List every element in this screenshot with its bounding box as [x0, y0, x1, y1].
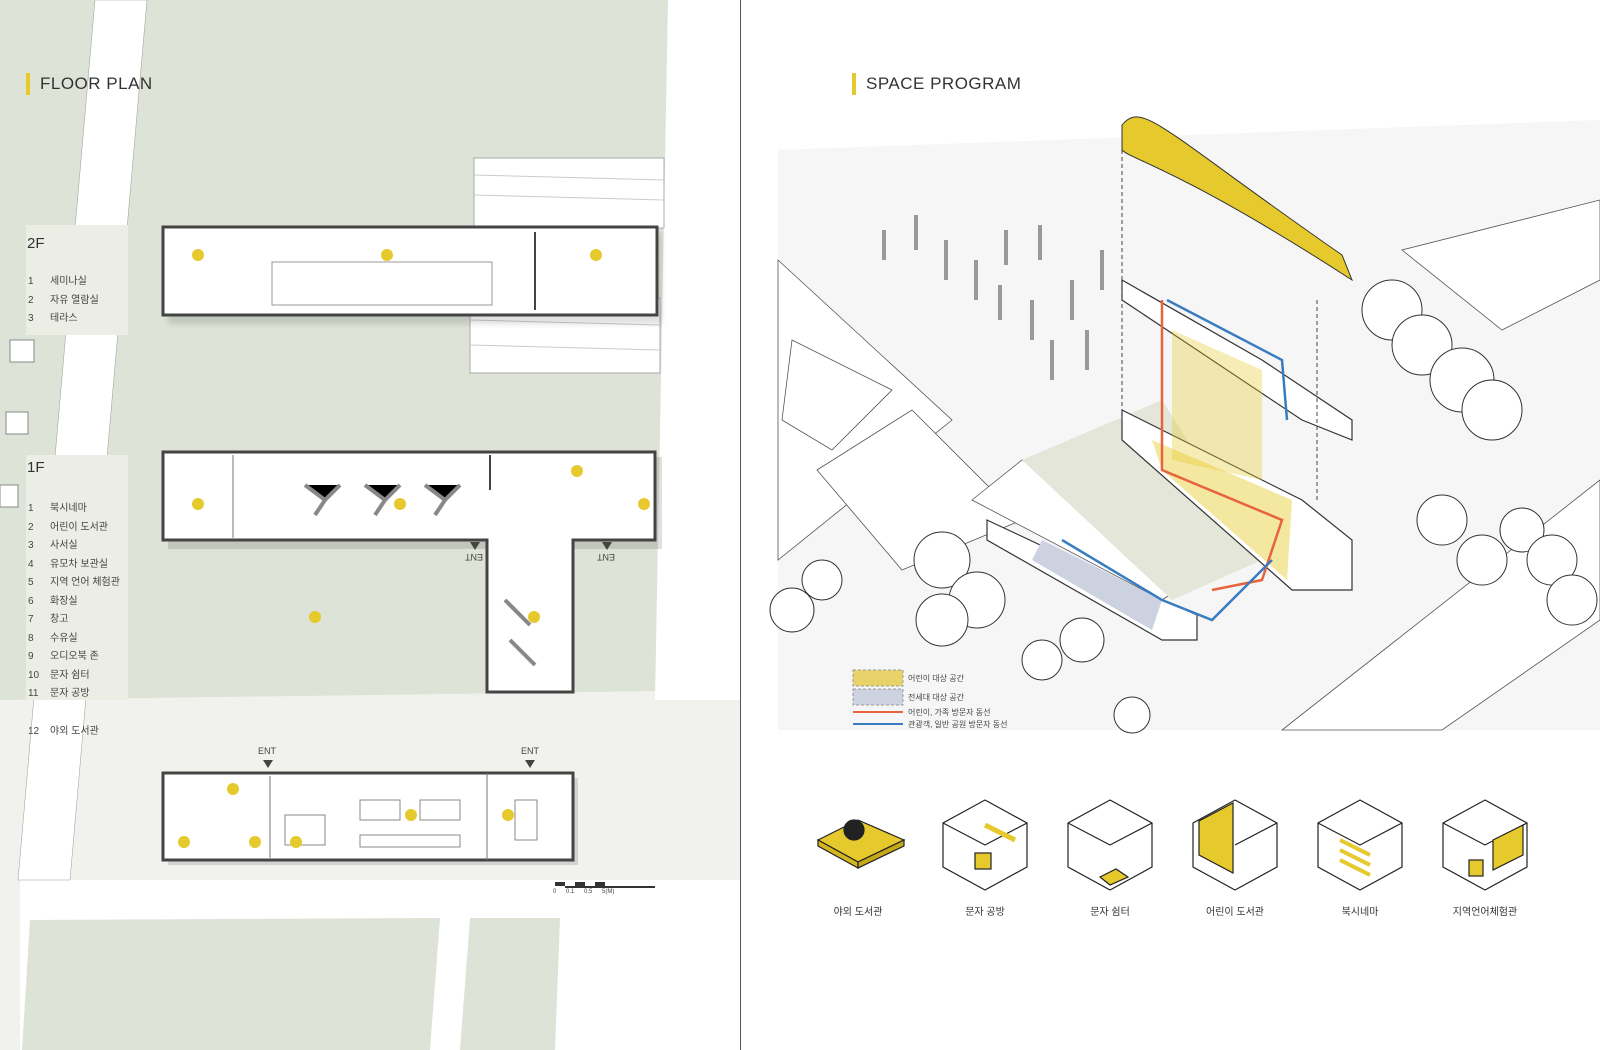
legend-family-route: 어린이, 가족 방문자 동선	[908, 708, 991, 717]
floor-plan-title: FLOOR PLAN	[26, 73, 153, 95]
entrance-label: ENT	[258, 746, 276, 756]
icon-label: 야외 도서관	[833, 907, 883, 918]
legend-all-ages-space: 전세대 대상 공간	[908, 693, 964, 702]
program-icons	[816, 799, 1528, 891]
icon-label: 문자 공방	[965, 907, 1005, 918]
site-plan-drawing	[0, 0, 740, 1050]
space-program-title: SPACE PROGRAM	[852, 73, 1021, 95]
entrance-label: ENT	[465, 552, 483, 562]
icon-label: 어린이 도서관	[1206, 907, 1264, 918]
icon-label: 문자 쉼터	[1090, 907, 1130, 918]
icon-label: 지역언어체험관	[1452, 907, 1518, 918]
entrance-label: ENT	[521, 746, 539, 756]
scale-bar-labels: 0 0.1 0.5 5(M)	[553, 889, 615, 895]
legend-visitor-route: 관광객, 일반 공원 방문자 동선	[908, 720, 1008, 729]
entrance-label: ENT	[597, 552, 615, 562]
level-2f-label: 2F	[27, 235, 45, 252]
icon-label: 북시네마	[1341, 907, 1379, 918]
axonometric-drawing	[769, 116, 1600, 891]
space-program-panel: SPACE PROGRAM 어린이 대상 공간 전세대 대상 공간 어린이, 가…	[742, 0, 1600, 1050]
legend-children-space: 어린이 대상 공간	[908, 674, 964, 683]
level-1f-label: 1F	[27, 459, 45, 476]
